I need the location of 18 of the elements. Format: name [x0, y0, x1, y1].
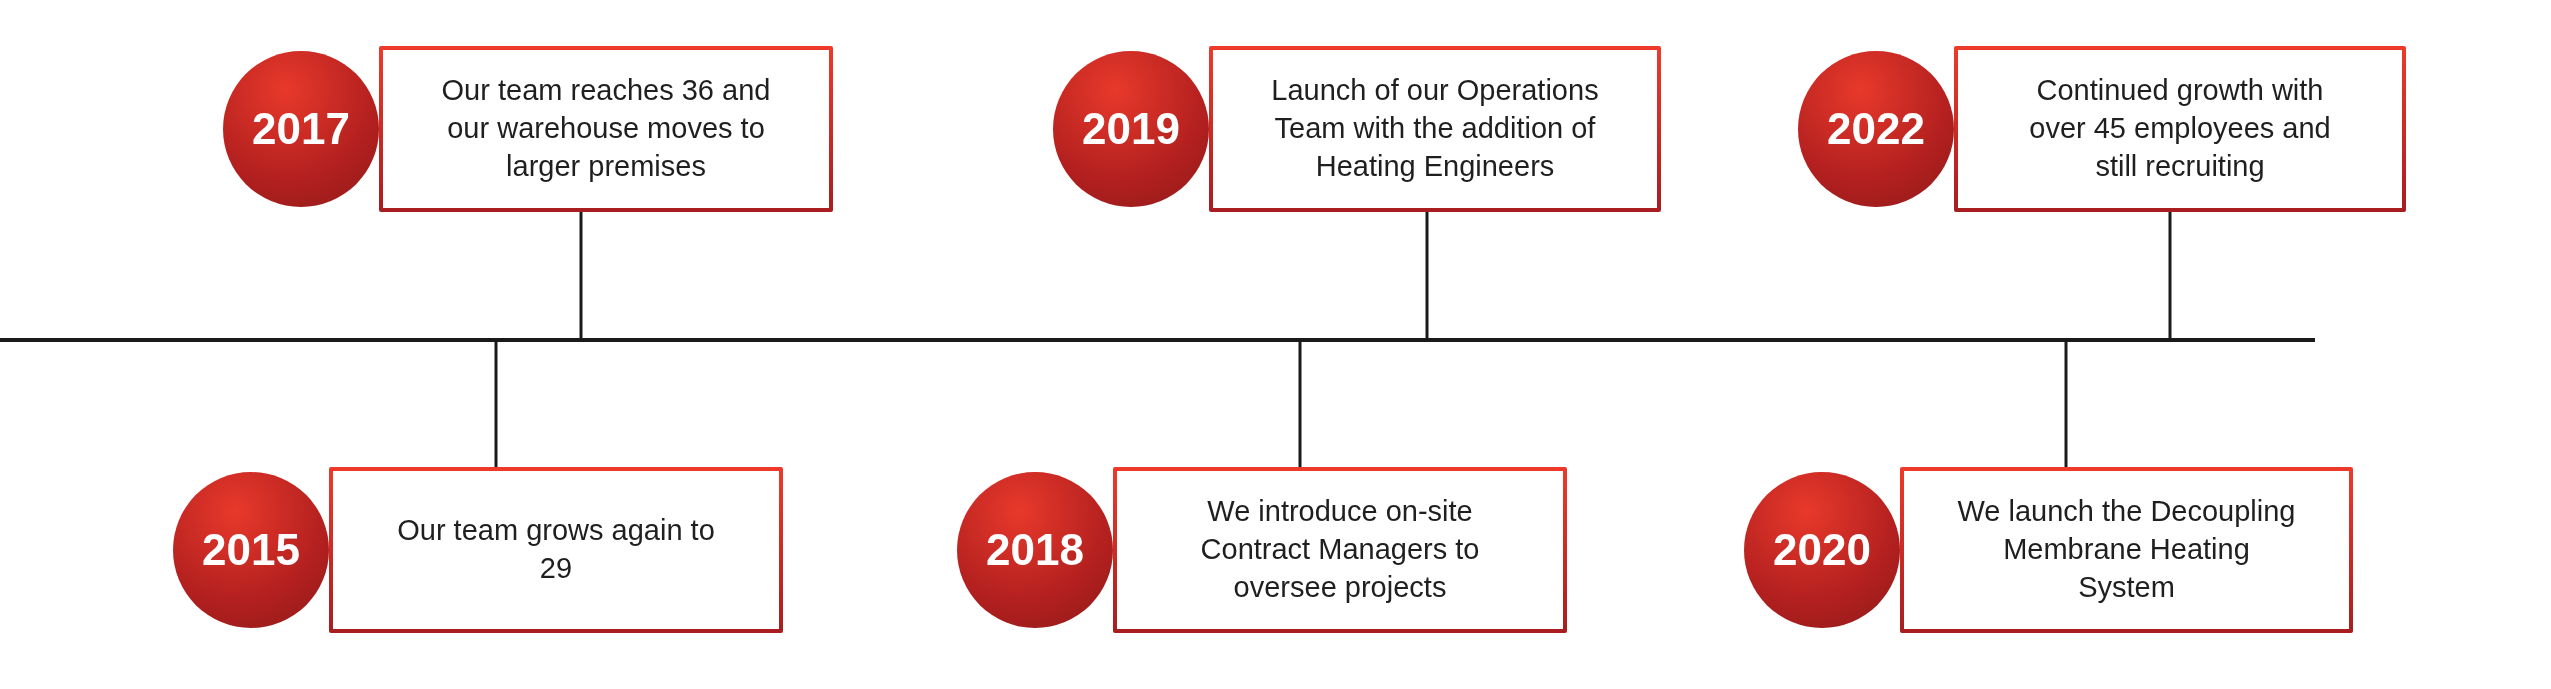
connector-line [1425, 212, 1429, 340]
connector-line [2064, 340, 2068, 467]
year-badge: 2022 [1798, 51, 1954, 207]
milestone-description: Our team grows again to 29 [396, 513, 716, 586]
connector-line [1298, 340, 1302, 467]
year-badge: 2015 [173, 472, 329, 628]
year-badge: 2018 [957, 472, 1113, 628]
milestone-description: Launch of our Operations Team with the addition of Heating Engineers [1270, 73, 1600, 184]
milestone-description: We introduce on-site Contract Managers to oversee projects [1199, 494, 1481, 605]
connector-line [494, 340, 498, 467]
connector-line [579, 212, 583, 340]
year-badge: 2019 [1053, 51, 1209, 207]
milestone-description: Continued growth with over 45 employees and still recruiting [2028, 73, 2332, 184]
milestone-description: Our team reaches 36 and our warehouse moves to larger premises [440, 73, 772, 184]
connector-line [2168, 212, 2172, 340]
year-badge: 2017 [223, 51, 379, 207]
year-badge: 2020 [1744, 472, 1900, 628]
milestone-description: We launch the Decoupling Membrane Heating System [1956, 494, 2297, 605]
